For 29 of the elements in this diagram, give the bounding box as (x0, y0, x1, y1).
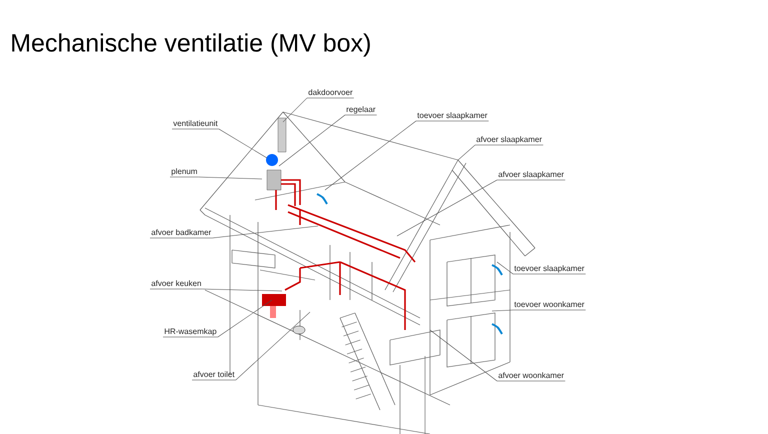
leader-line (458, 144, 476, 160)
leader-line (212, 226, 318, 238)
callout-label: afvoer woonkamer (496, 372, 566, 382)
leader-line (324, 120, 416, 190)
title: Mechanische ventilatie (MV box) (12, 33, 370, 57)
leader-line (430, 330, 498, 382)
callout-label: toevoer slaapkamer (416, 112, 489, 122)
callout-label: plenum (170, 168, 199, 178)
callout-label: afvoer slaapkamer (474, 136, 544, 146)
callout-label: HR-wasemkap (162, 328, 218, 338)
leader-line (278, 114, 346, 166)
callout-label: afvoer slaapkamer (496, 171, 566, 180)
callout-label: toevoer woonkamer (512, 301, 586, 310)
leader-line (282, 98, 308, 122)
leader-line (198, 176, 262, 180)
callout-label: dakdoorvoer (306, 89, 354, 98)
callout-label: ventilatieunit (172, 120, 220, 130)
leader-line (236, 312, 310, 380)
callout-label: afvoer keuken (150, 280, 203, 290)
callout-label: afvoer toilet (192, 371, 236, 380)
callout-label: toevoer slaapkamer (512, 265, 586, 274)
leader-line (496, 262, 514, 274)
leader-line (202, 288, 282, 292)
callout-label: afvoer badkamer (150, 229, 213, 238)
leader-line (396, 180, 498, 236)
leader-line (492, 310, 514, 312)
leader-line (218, 128, 268, 158)
callout-label: regelaar (344, 106, 377, 116)
leader-line (218, 300, 272, 338)
